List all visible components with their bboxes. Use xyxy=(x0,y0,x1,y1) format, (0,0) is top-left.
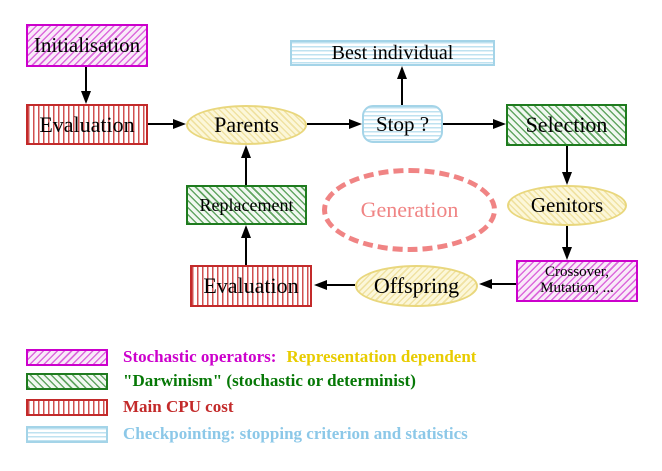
node-evaluation-bottom-label: Evaluation xyxy=(203,273,299,299)
arrowhead-stop-to-selection xyxy=(493,119,506,129)
arrow-genitors-to-crossover xyxy=(566,226,568,249)
node-offspring-label: Offspring xyxy=(373,273,460,299)
node-crossover-mutation-label-line1: Crossover, xyxy=(545,264,609,281)
node-offspring: Offspring xyxy=(355,265,478,307)
arrow-selection-to-genitors xyxy=(566,146,568,174)
node-genitors-label: Genitors xyxy=(530,193,604,218)
generation-loop-ellipse: Generation xyxy=(322,168,497,252)
cyan-horizontal-stripes-swatch xyxy=(26,425,108,443)
arrow-evaluation-to-replacement xyxy=(245,238,247,265)
red-vertical-stripes-swatch xyxy=(26,398,108,416)
arrowhead-evaluation-to-parents xyxy=(173,119,186,129)
arrowhead-evaluation-to-replacement xyxy=(241,225,251,238)
node-selection-label: Selection xyxy=(525,112,608,138)
node-parents-label: Parents xyxy=(214,112,279,138)
node-replacement: Replacement xyxy=(186,185,307,225)
node-parents: Parents xyxy=(186,105,307,145)
arrow-initialisation-to-evaluation xyxy=(85,67,87,94)
legend-checkpointing-label: Checkpointing: stopping criterion and st… xyxy=(123,424,468,443)
arrow-evaluation-to-parents xyxy=(148,123,176,125)
legend-stochastic-operators-label: Stochastic operators: xyxy=(123,347,277,366)
node-crossover-mutation-label-line2: Mutation, ... xyxy=(540,280,614,296)
arrow-stop-to-best-individual xyxy=(401,79,403,105)
generation-loop-label: Generation xyxy=(360,197,459,223)
legend-item-darwinism: "Darwinism" (stochastic or determinist) xyxy=(26,371,416,391)
magenta-diagonal-hatch-swatch xyxy=(26,348,108,366)
arrow-parents-to-stop xyxy=(307,123,351,125)
arrowhead-parents-to-stop xyxy=(349,119,362,129)
arrowhead-replacement-to-parents xyxy=(241,145,251,158)
arrowhead-genitors-to-crossover xyxy=(562,247,572,260)
node-replacement-label: Replacement xyxy=(199,194,294,215)
legend-representation-dependent-label: Representation dependent xyxy=(286,347,477,366)
node-selection: Selection xyxy=(506,104,627,146)
node-best-individual-label: Best individual xyxy=(331,41,454,64)
arrowhead-initialisation-to-evaluation xyxy=(81,91,91,104)
node-best-individual: Best individual xyxy=(290,40,495,66)
node-evaluation-top-label: Evaluation xyxy=(39,111,135,137)
legend-darwinism-label: "Darwinism" (stochastic or determinist) xyxy=(123,371,416,390)
arrow-offspring-to-evaluation xyxy=(327,284,355,286)
arrowhead-offspring-to-evaluation xyxy=(314,280,327,290)
node-stop-test: Stop ? xyxy=(362,105,443,143)
legend-main-cpu-cost-label: Main CPU cost xyxy=(123,397,234,416)
arrow-crossover-to-offspring xyxy=(492,283,516,285)
arrow-stop-to-selection xyxy=(443,123,494,125)
legend-item-stochastic-operators: Stochastic operators: Representation dep… xyxy=(26,347,476,367)
legend-item-main-cpu-cost: Main CPU cost xyxy=(26,397,233,417)
node-initialisation: Initialisation xyxy=(26,24,148,67)
arrowhead-crossover-to-offspring xyxy=(479,279,492,289)
node-genitors: Genitors xyxy=(507,185,627,226)
node-evaluation-bottom: Evaluation xyxy=(190,265,312,307)
green-diagonal-hatch-swatch xyxy=(26,372,108,390)
arrowhead-stop-to-best-individual xyxy=(397,66,407,79)
legend-item-checkpointing: Checkpointing: stopping criterion and st… xyxy=(26,424,468,444)
arrow-replacement-to-parents xyxy=(245,158,247,185)
node-initialisation-label: Initialisation xyxy=(33,33,141,58)
node-evaluation-top: Evaluation xyxy=(26,104,148,145)
arrowhead-selection-to-genitors xyxy=(562,172,572,185)
node-crossover-mutation: Crossover, Mutation, ... xyxy=(516,260,638,302)
node-stop-test-label: Stop ? xyxy=(375,111,430,136)
